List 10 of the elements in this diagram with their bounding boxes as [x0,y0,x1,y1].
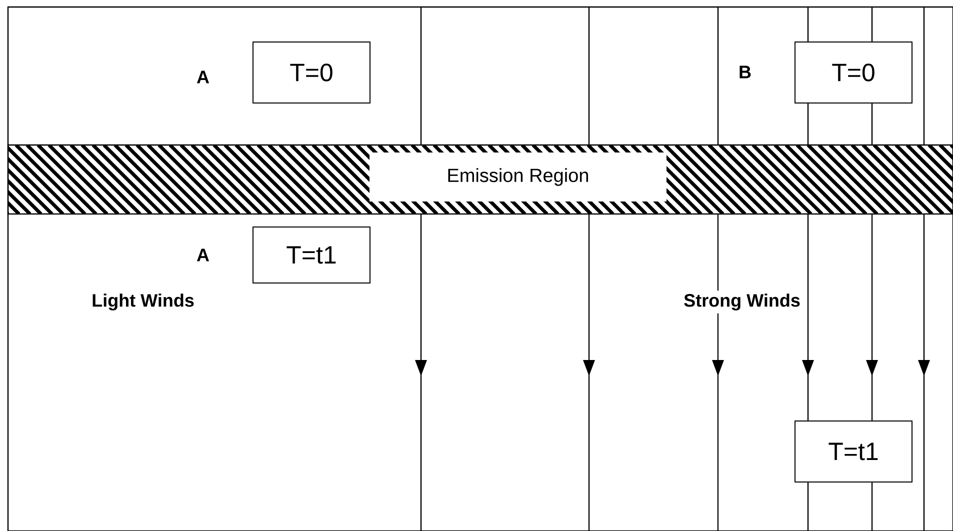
point-label: Light Winds [88,290,198,314]
point-label: B [736,62,754,82]
time-box: T=0 [252,42,370,104]
time-box: T=0 [794,42,912,104]
time-box: T=t1 [252,226,370,284]
point-label: Strong Winds [680,290,804,314]
point-label: A [194,246,212,264]
time-box: T=t1 [794,420,912,482]
emission-band: Emission Region [7,144,953,215]
point-label: A [194,68,212,86]
